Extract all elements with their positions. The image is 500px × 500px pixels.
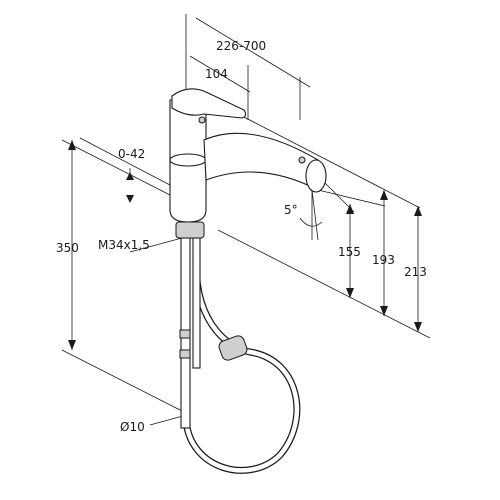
swivel-range-label: 0-42	[118, 147, 145, 161]
tilt-angle-dimension: 5°	[284, 189, 323, 241]
swivel-dimension: 0-42	[79, 137, 171, 203]
hose-connector	[218, 335, 248, 361]
thread-dimension: M34x1,5	[98, 237, 183, 253]
spout-reach-label: 104	[205, 67, 228, 81]
thread-label: M34x1,5	[98, 238, 150, 252]
spout-height-193-label: 193	[372, 253, 395, 267]
reach-range-label: 226-700	[216, 39, 266, 53]
spout-height-155-label: 155	[338, 245, 361, 259]
faucet-body	[169, 88, 327, 474]
reach-dimension: 226-700 104	[185, 14, 311, 120]
mounting-thread	[175, 221, 205, 239]
overall-height-label: 350	[56, 241, 79, 255]
hose-diameter-label: Ø10	[120, 420, 145, 434]
lever-handle	[171, 88, 247, 119]
hose-diameter-dimension: Ø10	[120, 413, 191, 434]
tilt-angle-label: 5°	[284, 203, 298, 217]
spray-head	[305, 159, 327, 193]
spout-height-dimensions: 155 193 213	[217, 114, 431, 339]
overall-height-dimension: 350	[56, 139, 185, 413]
spout-height-213-label: 213	[404, 265, 427, 279]
